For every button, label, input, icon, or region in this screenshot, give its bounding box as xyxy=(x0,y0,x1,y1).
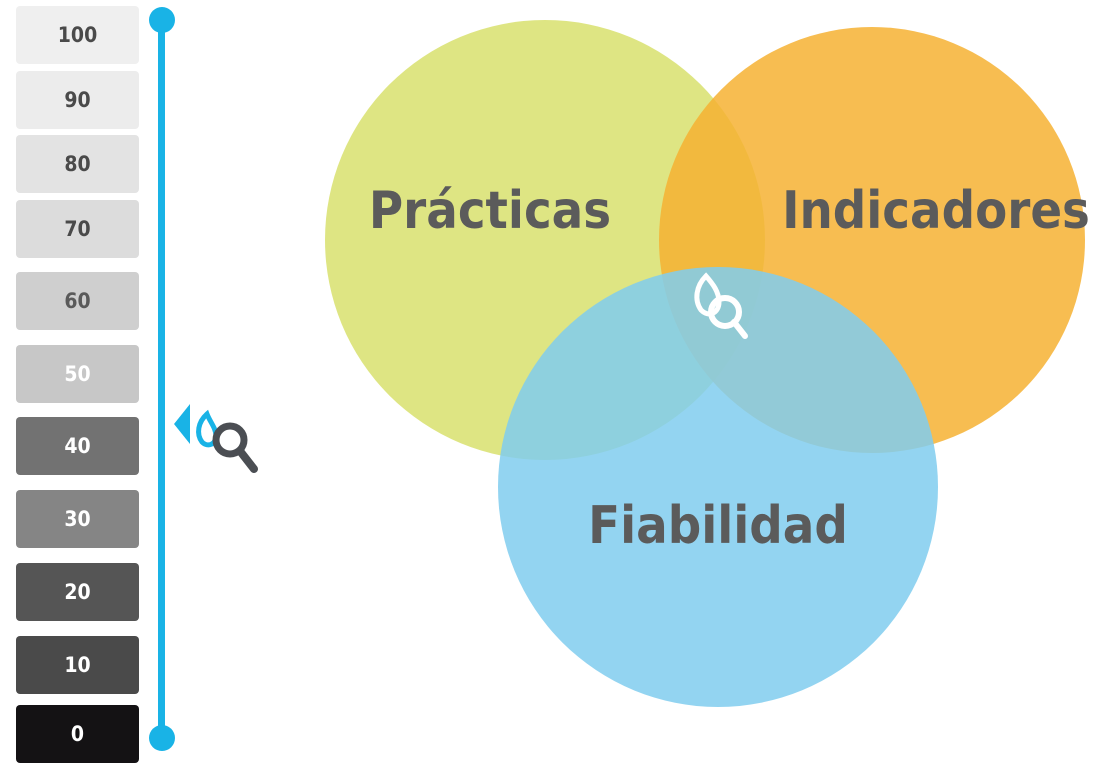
level-scale: 100 90 80 70 60 50 40 30 20 10 0 xyxy=(0,0,150,763)
arrow-leaf-magnifier-icon[interactable] xyxy=(170,398,265,478)
level-label: 80 xyxy=(64,152,91,176)
label-practicas: Prácticas xyxy=(369,181,611,241)
level-box-40[interactable]: 40 xyxy=(16,417,139,475)
leaf-magnifier-icon xyxy=(694,272,748,339)
magnifier-lens-icon xyxy=(212,422,248,458)
level-box-50[interactable]: 50 xyxy=(16,345,139,403)
label-indicadores: Indicadores xyxy=(782,181,1090,241)
level-box-90[interactable]: 90 xyxy=(16,71,139,129)
track-top-handle[interactable] xyxy=(149,7,175,33)
level-label: 40 xyxy=(64,434,91,458)
magnifier-handle-icon xyxy=(236,447,258,473)
leaf-icon xyxy=(196,409,219,448)
level-box-70[interactable]: 70 xyxy=(16,200,139,258)
magnifier-handle-icon xyxy=(731,319,748,339)
level-label: 0 xyxy=(70,722,85,746)
level-box-10[interactable]: 10 xyxy=(16,636,139,694)
level-label: 60 xyxy=(64,289,91,313)
level-box-30[interactable]: 30 xyxy=(16,490,139,548)
level-label: 90 xyxy=(64,88,91,112)
level-label: 30 xyxy=(64,507,91,531)
track-bottom-handle[interactable] xyxy=(149,725,175,751)
pointer-arrow-icon xyxy=(174,404,190,444)
scale-track[interactable] xyxy=(158,18,165,738)
level-label: 20 xyxy=(64,580,91,604)
level-box-80[interactable]: 80 xyxy=(16,135,139,193)
level-label: 10 xyxy=(64,653,91,677)
level-box-0[interactable]: 0 xyxy=(16,705,139,763)
level-label: 100 xyxy=(57,23,98,47)
magnifier-lens-icon xyxy=(708,295,742,329)
label-fiabilidad: Fiabilidad xyxy=(588,496,848,556)
level-label: 70 xyxy=(64,217,91,241)
level-box-100[interactable]: 100 xyxy=(16,6,139,64)
circle-fiabilidad[interactable] xyxy=(498,267,938,707)
level-label: 50 xyxy=(64,362,91,386)
level-box-60[interactable]: 60 xyxy=(16,272,139,330)
level-box-20[interactable]: 20 xyxy=(16,563,139,621)
